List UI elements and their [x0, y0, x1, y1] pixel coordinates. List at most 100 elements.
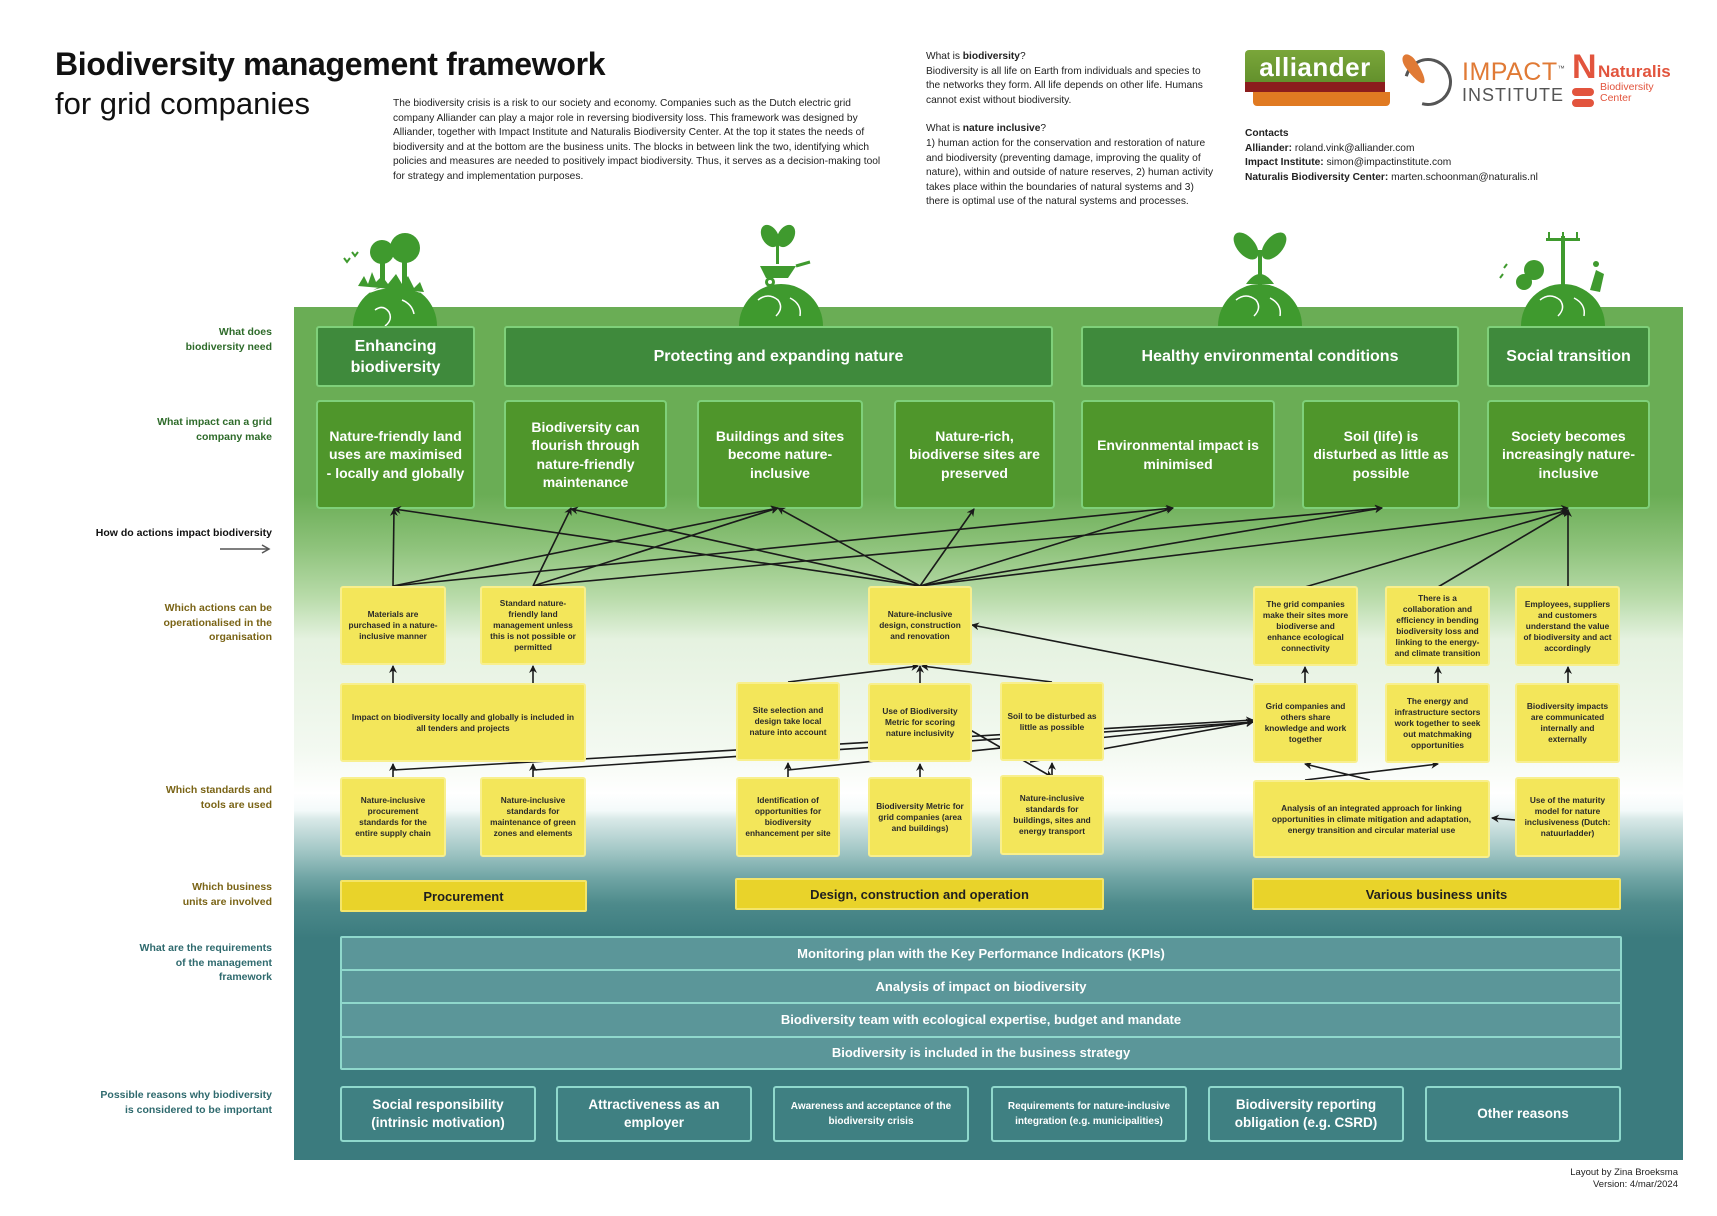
requirement-row[interactable]: Analysis of impact on biodiversity — [340, 969, 1622, 1003]
version-label: Version: 4/mar/2024 — [1592, 1179, 1678, 1190]
reason-box[interactable]: Awareness and acceptance of the biodiver… — [773, 1086, 969, 1142]
impact-box[interactable]: Soil (life) is disturbed as little as po… — [1302, 400, 1460, 509]
contact-item: Naturalis Biodiversity Center: marten.sc… — [1245, 171, 1675, 186]
contact-email[interactable]: roland.vink@alliander.com — [1294, 142, 1415, 154]
biodiversity-definition: Biodiversity is all life on Earth from i… — [926, 65, 1203, 106]
reason-box[interactable]: Social responsibility (intrinsic motivat… — [340, 1086, 536, 1142]
row-label-text: How do actions impact biodiversity — [95, 527, 272, 539]
contact-item: Impact Institute: simon@impactinstitute.… — [1245, 156, 1675, 171]
standard-box[interactable]: Analysis of an integrated approach for l… — [1253, 780, 1490, 858]
contact-org: Impact Institute: — [1245, 157, 1324, 169]
definitions: What is biodiversity? Biodiversity is al… — [926, 50, 1216, 224]
need-box[interactable]: Protecting and expanding nature — [504, 326, 1053, 387]
layout-credit: Layout by Zina Broeksma — [1570, 1167, 1678, 1178]
reason-box[interactable]: Other reasons — [1425, 1086, 1621, 1142]
standard-box[interactable]: Nature-inclusive standards for buildings… — [1000, 775, 1104, 855]
reason-box[interactable]: Attractiveness as an employer — [556, 1086, 752, 1142]
reason-box[interactable]: Requirements for nature-inclusive integr… — [991, 1086, 1187, 1142]
standard-box[interactable]: Nature-inclusive procurement standards f… — [340, 777, 446, 857]
row-label-text: Which business units are involved — [182, 881, 272, 908]
arrow-right-icon — [220, 543, 271, 554]
standard-box[interactable]: Nature-inclusive standards for maintenan… — [480, 777, 586, 857]
requirement-row[interactable]: Biodiversity is included in the business… — [340, 1036, 1622, 1070]
requirement-row[interactable]: Biodiversity team with ecological expert… — [340, 1003, 1622, 1037]
trademark-mark: ™ — [1557, 65, 1566, 73]
action-box[interactable]: Employees, suppliers and customers under… — [1515, 586, 1620, 666]
alliander-logo-base — [1253, 92, 1390, 106]
need-box[interactable]: Enhancing biodiversity — [316, 326, 475, 387]
business-unit-box[interactable]: Design, construction and operation — [735, 878, 1104, 910]
impact-box[interactable]: Biodiversity can flourish through nature… — [504, 400, 667, 509]
page-title: Biodiversity management framework — [55, 46, 606, 82]
row-label-text: What are the requirements of the managem… — [139, 942, 272, 983]
naturalis-sub-line: Biodiversity — [1600, 81, 1654, 93]
impact-word: IMPACT — [1462, 58, 1558, 86]
impact-wordmark: IMPACT™ — [1462, 58, 1565, 87]
action-box[interactable]: The grid companies make their sites more… — [1253, 586, 1358, 666]
action-box[interactable]: Materials are purchased in a nature-incl… — [340, 586, 446, 665]
need-box[interactable]: Social transition — [1487, 326, 1650, 387]
contact-item: Alliander: roland.vink@alliander.com — [1245, 142, 1675, 157]
action-box[interactable]: Biodiversity impacts are communicated in… — [1515, 683, 1620, 763]
institute-wordmark: INSTITUTE — [1462, 85, 1564, 105]
row-label-reasons: Possible reasons why biodiversity is con… — [100, 1088, 272, 1117]
row-label-requirements: What are the requirements of the managem… — [140, 941, 272, 985]
question-suffix: ? — [1040, 123, 1047, 135]
contact-org: Naturalis Biodiversity Center: — [1245, 171, 1389, 183]
requirements-stack: Monitoring plan with the Key Performance… — [340, 936, 1622, 1070]
row-label-text: What impact can a grid company make — [157, 416, 272, 443]
reason-box[interactable]: Biodiversity reporting obligation (e.g. … — [1208, 1086, 1404, 1142]
question-suffix: ? — [1019, 51, 1026, 62]
question-prefix: What is — [926, 123, 963, 135]
action-box[interactable]: Nature-inclusive design, construction an… — [868, 586, 972, 665]
business-unit-box[interactable]: Procurement — [340, 880, 587, 912]
row-label-text: What does biodiversity need — [185, 326, 272, 353]
standard-box[interactable]: Biodiversity Metric for grid companies (… — [868, 777, 972, 857]
contact-email[interactable]: marten.schoonman@naturalis.nl — [1391, 171, 1538, 183]
standard-box[interactable]: Use of the maturity model for nature inc… — [1515, 777, 1620, 857]
impact-box[interactable]: Society becomes increasingly nature-incl… — [1487, 400, 1650, 509]
requirement-row[interactable]: Monitoring plan with the Key Performance… — [340, 936, 1622, 970]
question-term: biodiversity — [962, 51, 1020, 62]
alliander-logo-stripe — [1245, 82, 1385, 92]
need-box[interactable]: Healthy environmental conditions — [1081, 326, 1459, 387]
naturalis-sub-line: Center — [1600, 92, 1632, 104]
action-box[interactable]: Impact on biodiversity locally and globa… — [340, 683, 586, 762]
business-unit-box[interactable]: Various business units — [1252, 878, 1621, 910]
impact-box[interactable]: Nature-friendly land uses are maximised … — [316, 400, 475, 509]
row-label-how: How do actions impact biodiversity — [96, 526, 272, 555]
biodiversity-question: What is biodiversity? — [926, 50, 1216, 65]
contacts: Contacts Alliander: roland.vink@alliande… — [1245, 127, 1675, 185]
row-label-text: Which standards and tools are used — [165, 784, 272, 811]
row-label-actions: Which actions can be operationalised in … — [163, 601, 272, 645]
row-label-text: Possible reasons why biodiversity is con… — [100, 1089, 272, 1116]
row-label-text: Which actions can be operationalised in … — [163, 602, 272, 643]
action-box[interactable]: The energy and infrastructure sectors wo… — [1385, 683, 1490, 763]
action-box[interactable]: Soil to be disturbed as little as possib… — [1000, 682, 1104, 761]
question-term: nature inclusive — [962, 123, 1041, 135]
question-prefix: What is — [926, 51, 963, 62]
impact-box[interactable]: Environmental impact is minimised — [1081, 400, 1275, 509]
action-box[interactable]: There is a collaboration and efficiency … — [1385, 586, 1490, 666]
action-box[interactable]: Site selection and design take local nat… — [736, 682, 840, 761]
action-box[interactable]: Standard nature-friendly land management… — [480, 586, 586, 665]
row-label-units: Which business units are involved — [183, 880, 272, 909]
row-label-impact: What impact can a grid company make — [157, 415, 272, 444]
alliander-logo: alliander — [1245, 50, 1395, 106]
contact-email[interactable]: simon@impactinstitute.com — [1326, 157, 1452, 169]
standard-box[interactable]: Identification of opportunities for biod… — [736, 777, 840, 857]
credits: Layout by Zina Broeksma Version: 4/mar/2… — [1570, 1167, 1678, 1191]
page-subtitle: for grid companies — [55, 86, 311, 121]
action-box[interactable]: Use of Biodiversity Metric for scoring n… — [868, 683, 972, 762]
naturalis-wordmark: Naturalis — [1598, 62, 1671, 81]
nature-inclusive-definition: 1) human action for the conservation and… — [926, 137, 1214, 208]
impact-box[interactable]: Buildings and sites become nature-inclus… — [697, 400, 863, 509]
impact-box[interactable]: Nature-rich, biodiverse sites are preser… — [894, 400, 1055, 509]
row-label-needs: What does biodiversity need — [186, 325, 272, 354]
naturalis-bar-icon — [1572, 88, 1594, 96]
contact-org: Alliander: — [1245, 142, 1292, 154]
contacts-heading: Contacts — [1245, 128, 1289, 139]
intro-paragraph: The biodiversity crisis is a risk to our… — [393, 98, 881, 182]
action-box[interactable]: Grid companies and others share knowledg… — [1253, 683, 1358, 763]
